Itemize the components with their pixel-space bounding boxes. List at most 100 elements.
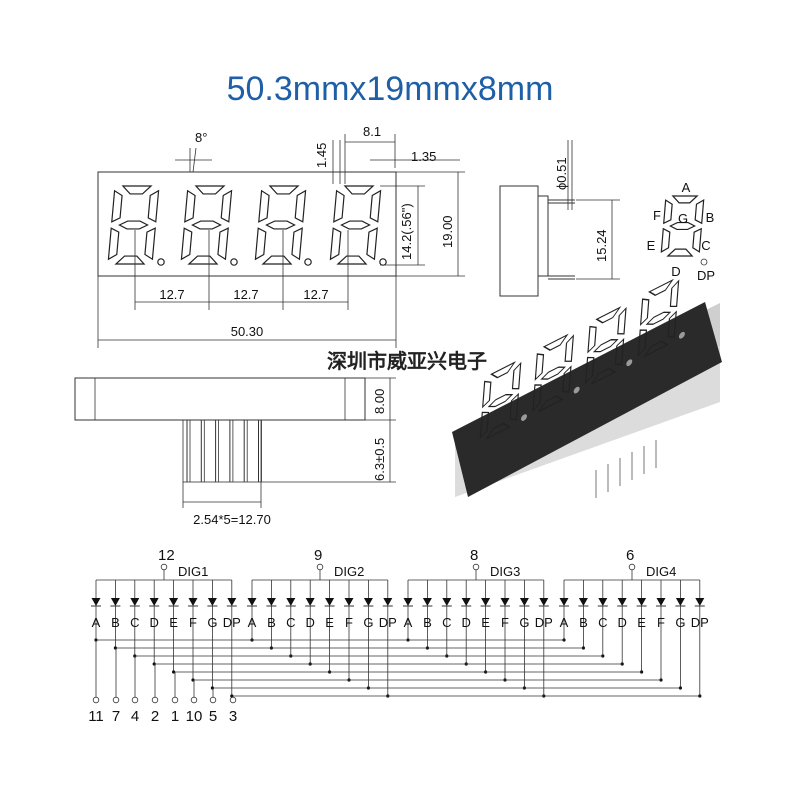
segment-label: F bbox=[189, 615, 197, 630]
front-dp-3 bbox=[304, 258, 312, 266]
led-diode bbox=[363, 598, 373, 606]
segment-pin-C bbox=[131, 696, 139, 704]
front-view: 8° 1.45 8.1 1.35 19.00 14.2(.56") 12.7 1… bbox=[97, 124, 465, 348]
dp-size-label: 1.35 bbox=[411, 149, 436, 164]
segment-pin-number: 2 bbox=[151, 708, 159, 725]
pin-view: 8.00 6.3±0.5 2.54*5=12.70 bbox=[74, 377, 396, 527]
common-pin-number-4: 6 bbox=[626, 547, 634, 564]
led-diode bbox=[442, 598, 452, 606]
front-digit-2 bbox=[180, 185, 233, 265]
segment-label: F bbox=[345, 615, 353, 630]
led-diode bbox=[110, 598, 120, 606]
segment-label: F bbox=[501, 615, 509, 630]
front-digit-3 bbox=[254, 185, 307, 265]
segment-label: B bbox=[423, 615, 432, 630]
render-digit-shape-4 bbox=[637, 278, 680, 358]
front-dp-4 bbox=[379, 258, 387, 266]
legend-label-f: F bbox=[653, 208, 661, 223]
segment-label: D bbox=[150, 615, 159, 630]
segment-label: DP bbox=[223, 615, 241, 630]
segment-label: E bbox=[481, 615, 490, 630]
segment-label: E bbox=[169, 615, 178, 630]
render-digit-shape-2 bbox=[532, 333, 575, 413]
segment-label: A bbox=[248, 615, 257, 630]
led-diode bbox=[344, 598, 354, 606]
common-pin-2 bbox=[316, 563, 324, 571]
led-diode bbox=[656, 598, 666, 606]
render-digit-4 bbox=[637, 278, 685, 358]
title: 50.3mmx19mmx8mm bbox=[227, 70, 554, 108]
render-digit-1 bbox=[479, 361, 527, 441]
segment-label: B bbox=[579, 615, 588, 630]
segment-label: E bbox=[637, 615, 646, 630]
pin-spacing-label: 2.54*5=12.70 bbox=[193, 512, 271, 527]
led-diode bbox=[91, 598, 101, 606]
led-diode bbox=[169, 598, 179, 606]
segment-label: DP bbox=[535, 615, 553, 630]
digit-label-3: DIG3 bbox=[490, 564, 520, 579]
legend-label-dp: DP bbox=[697, 268, 715, 283]
segment-label: DP bbox=[379, 615, 397, 630]
led-diode bbox=[519, 598, 529, 606]
height-label: 19.00 bbox=[440, 215, 455, 248]
segment-pin-number: 7 bbox=[112, 708, 120, 725]
body-height-label: 8.00 bbox=[372, 389, 387, 414]
led-diode bbox=[598, 598, 608, 606]
legend-label-d: D bbox=[671, 264, 680, 279]
segment-label: G bbox=[519, 615, 529, 630]
segment-pin-number: 4 bbox=[131, 708, 139, 725]
segment-label: G bbox=[363, 615, 373, 630]
render-digit-shape-1 bbox=[479, 361, 522, 441]
row-spacing-label: 15.24 bbox=[594, 229, 609, 262]
segment-label: C bbox=[130, 615, 139, 630]
segment-label: A bbox=[92, 615, 101, 630]
led-diode bbox=[149, 598, 159, 606]
render-digit-2 bbox=[532, 333, 580, 413]
led-diode bbox=[675, 598, 685, 606]
legend-label-c: C bbox=[701, 238, 710, 253]
led-diode bbox=[559, 598, 569, 606]
led-diode bbox=[247, 598, 257, 606]
led-diode bbox=[637, 598, 647, 606]
front-digit-1 bbox=[107, 185, 160, 265]
segment-label: C bbox=[286, 615, 295, 630]
legend-label-b: B bbox=[706, 210, 715, 225]
segment-pin-number: 1 bbox=[171, 708, 179, 725]
common-pin-4 bbox=[628, 563, 636, 571]
front-dp-2 bbox=[230, 258, 238, 266]
watermark: 深圳市威亚兴电子 bbox=[327, 349, 487, 373]
legend-dp-dot bbox=[700, 258, 708, 266]
segment-label: B bbox=[267, 615, 276, 630]
common-pin-number-1: 12 bbox=[158, 547, 175, 564]
led-diode bbox=[130, 598, 140, 606]
led-diode bbox=[188, 598, 198, 606]
side-view: ϕ0.51 15.24 bbox=[499, 140, 620, 297]
segment-pin-D bbox=[151, 696, 159, 704]
segment-pin-F bbox=[190, 696, 198, 704]
segment-pin-DP bbox=[229, 696, 237, 704]
segment-label: A bbox=[404, 615, 413, 630]
segment-pin-B bbox=[112, 696, 120, 704]
led-diode bbox=[305, 598, 315, 606]
render-digit-shape-3 bbox=[584, 306, 627, 386]
led-diode bbox=[500, 598, 510, 606]
front-body-outline bbox=[97, 171, 397, 277]
common-pin-3 bbox=[472, 563, 480, 571]
front-digit-4 bbox=[329, 185, 382, 265]
render-pins bbox=[595, 440, 657, 498]
pin-length-label: 6.3±0.5 bbox=[372, 438, 387, 481]
segment-label: E bbox=[325, 615, 334, 630]
digit-height-label: 14.2(.56") bbox=[399, 203, 414, 260]
led-diode bbox=[539, 598, 549, 606]
led-diode bbox=[578, 598, 588, 606]
pitch-3-label: 12.7 bbox=[303, 287, 328, 302]
pins bbox=[186, 420, 262, 482]
led-diode bbox=[403, 598, 413, 606]
segment-label: F bbox=[657, 615, 665, 630]
segment-label: D bbox=[306, 615, 315, 630]
